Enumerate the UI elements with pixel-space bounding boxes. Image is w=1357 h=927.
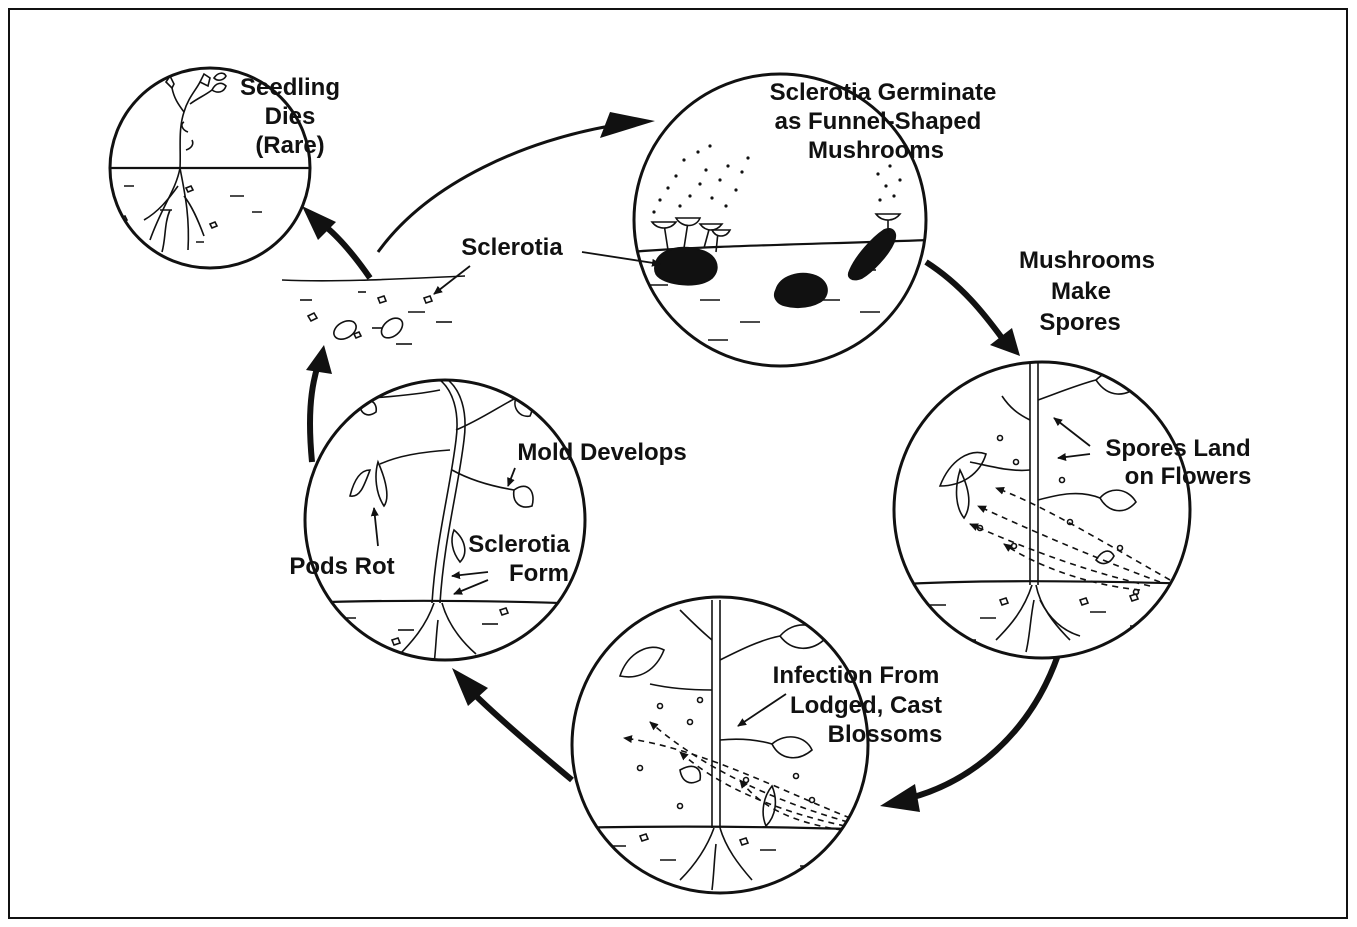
arrow-mold-to-soil [310, 365, 318, 462]
make-spores-line1: Mushrooms [1019, 247, 1155, 274]
infection-line3: Blossoms [828, 721, 943, 748]
arrow-infection-to-mold [472, 692, 572, 780]
soil-section [282, 276, 465, 344]
mushrooms-label-line3: Mushrooms [808, 137, 944, 164]
arrow-mold-to-soil-head [306, 345, 332, 374]
pods-rot-label: Pods Rot [289, 553, 394, 580]
sclerotia-form-line1: Sclerotia [468, 531, 570, 558]
seedling-label-line3: (Rare) [255, 132, 324, 159]
make-spores-line3: Spores [1039, 309, 1120, 336]
sclerotia-form-line2: Form [509, 560, 569, 587]
infection-line1: Infection From [773, 662, 940, 689]
sclerotium [331, 317, 360, 343]
spores-land-line2: on Flowers [1125, 463, 1252, 490]
mushrooms-panel: Sclerotia Germinate as Funnel-Shaped Mus… [630, 74, 996, 366]
spores-circle [894, 362, 1190, 658]
sclerotia-pointer-left [434, 266, 470, 294]
seedling-label-line1: Seedling [240, 74, 340, 101]
sclerotia-label: Sclerotia [461, 234, 563, 261]
infection-line2: Lodged, Cast [790, 692, 942, 719]
make-spores-line2: Make [1051, 278, 1111, 305]
arrow-spores-to-infection-head [880, 784, 920, 812]
seedling-dies-panel: Seedling Dies (Rare) [100, 68, 340, 268]
spores-land-line1: Spores Land [1105, 435, 1250, 462]
mold-develops-label: Mold Develops [517, 439, 686, 466]
seedling-label-line2: Dies [265, 103, 316, 130]
mold-develops-panel: Mold Develops Pods Rot Sclerotia Form [289, 380, 686, 664]
arrow-soil-to-mushrooms-head [600, 112, 655, 138]
infection-panel: Infection From Lodged, Cast Blossoms [570, 597, 942, 893]
mushrooms-label-line1: Sclerotia Germinate [770, 79, 997, 106]
mushrooms-label-line2: as Funnel-Shaped [775, 108, 982, 135]
spores-land-panel: Spores Land on Flowers [890, 360, 1251, 658]
arrow-mushrooms-to-spores [926, 262, 1002, 338]
sclerotium [378, 314, 407, 342]
sclerotium-left [655, 248, 717, 285]
